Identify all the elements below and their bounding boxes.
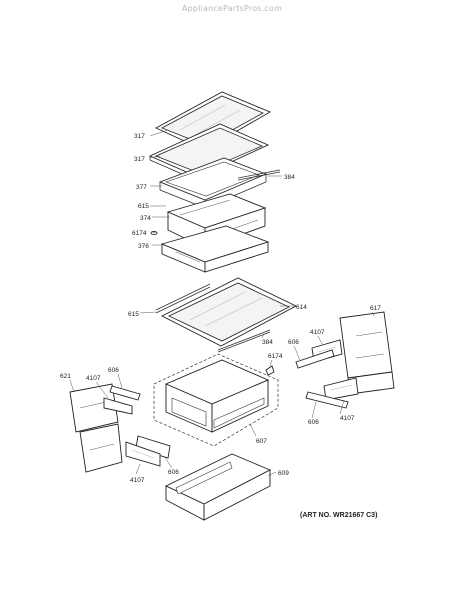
callout-4107-c: 4107: [340, 415, 355, 422]
callout-4107-d: 4107: [130, 477, 145, 484]
callout-609: 609: [278, 470, 289, 477]
leader-lines: [69, 129, 375, 477]
callout-376: 376: [138, 243, 149, 250]
drawer-cover-621: [69, 383, 123, 473]
rail-606-right-lower: [305, 391, 349, 409]
callout-614: 614: [296, 304, 307, 311]
clip-6174-lower: [265, 365, 275, 376]
callout-384-b: 384: [262, 339, 273, 346]
callout-4107-a: 4107: [310, 329, 325, 336]
callout-606-a: 606: [288, 339, 299, 346]
callout-621: 621: [60, 373, 71, 380]
callout-606-b: 606: [108, 367, 119, 374]
rail-615: [155, 283, 211, 311]
callout-615-b: 615: [128, 311, 139, 318]
rail-606-right-upper: [295, 349, 335, 369]
callout-labels: 317 317 377 384 615 374 6174 376 615 614…: [60, 133, 381, 484]
callout-374: 374: [140, 215, 151, 222]
rail-606-left-lower: [135, 435, 171, 459]
glass-shelf-top: [154, 91, 272, 151]
callout-6174-b: 6174: [268, 353, 283, 360]
rail-384-upper: [237, 169, 281, 179]
callout-384-a: 384: [284, 174, 295, 181]
callout-606-d: 606: [168, 469, 179, 476]
art-number: (ART NO. WR21667 C3): [300, 512, 378, 519]
rail-606-left-upper: [109, 385, 141, 401]
callout-615-a: 615: [138, 203, 149, 210]
watermark: AppliancePartsPros.com: [181, 4, 283, 13]
freezer-basket-609: [164, 453, 272, 521]
callout-377: 377: [136, 184, 147, 191]
crisper-drawer-607: [153, 353, 279, 447]
callout-317-b: 317: [134, 156, 145, 163]
callout-606-c: 606: [308, 419, 319, 426]
drawer-cover-617: [339, 311, 395, 395]
callout-6174-a: 6174: [132, 230, 147, 237]
callout-607: 607: [256, 438, 267, 445]
slide-4107-right-lower: [323, 377, 359, 401]
glass-shelf-614: [161, 277, 297, 347]
slide-4107-left-upper: [103, 397, 133, 415]
pan-cover-376: [160, 225, 270, 273]
callout-4107-b: 4107: [86, 375, 101, 382]
clip-6174-upper: [150, 230, 158, 236]
callout-317-a: 317: [134, 133, 145, 140]
callout-617: 617: [370, 305, 381, 312]
rail-384-lower: [217, 329, 271, 351]
